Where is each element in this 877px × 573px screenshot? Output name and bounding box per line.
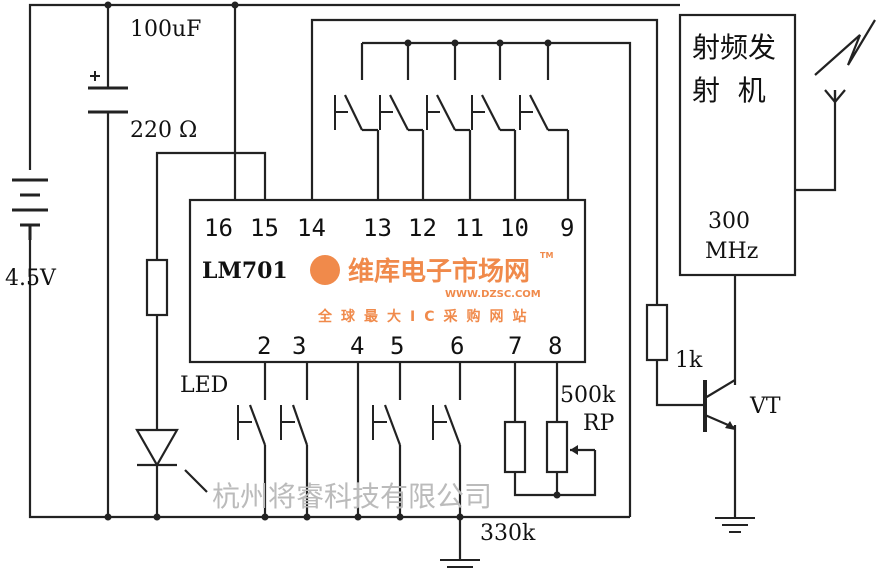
pin-label: 10 — [500, 214, 529, 242]
pin-label: 6 — [450, 332, 464, 360]
junction-dots — [104, 1, 561, 521]
resistor-220 — [145, 258, 169, 317]
emitter-arrow-icon — [725, 421, 735, 430]
potentiometer-rp — [545, 420, 569, 474]
ground-icons — [440, 517, 755, 573]
watermark-brand: 维库电子市场网 — [348, 256, 530, 287]
pin-label: 5 — [390, 332, 404, 360]
pin-label: 2 — [257, 332, 271, 360]
wires — [28, 3, 837, 560]
pin-label: 16 — [204, 214, 233, 242]
watermark-logo-icon — [310, 255, 340, 285]
led-label: LED — [180, 373, 228, 398]
battery-label: 4.5V — [5, 266, 57, 291]
frequency-label-1: 300 — [708, 209, 750, 234]
transmitter-label-1: 射频发 — [692, 31, 776, 64]
watermark-slogan: 全球最大IC采购网站 — [317, 308, 535, 325]
watermark: 维库电子市场网 TM WWW.DZSC.COM 全球最大IC采购网站 杭州将睿科… — [212, 251, 553, 513]
frequency-label-2: MHz — [705, 239, 758, 264]
pin-label: 12 — [408, 214, 437, 242]
capacitor-label: 100uF — [130, 17, 201, 42]
watermark-company: 杭州将睿科技有限公司 — [212, 480, 492, 513]
potentiometer-value-label: 500k — [560, 383, 616, 408]
pin-label: 11 — [455, 214, 484, 242]
wiper-arrow-icon — [570, 445, 578, 455]
resistor-220-label: 220 Ω — [130, 118, 197, 143]
pin-label: 3 — [292, 332, 306, 360]
transmitter-box — [678, 13, 797, 277]
pin-label: 7 — [508, 332, 522, 360]
potentiometer-label: RP — [583, 411, 615, 436]
switch-actuators — [237, 95, 533, 440]
resistor-330k — [503, 420, 527, 474]
resistors — [145, 258, 669, 474]
pin-label: 8 — [548, 332, 562, 360]
pin-label: 13 — [363, 214, 392, 242]
ic-body — [188, 198, 587, 364]
led-icon — [135, 428, 208, 493]
capacitor-icon — [88, 71, 128, 114]
resistor-330k-label: 330k — [480, 521, 536, 546]
pin-label: 14 — [297, 214, 326, 242]
transistor-label: VT — [749, 394, 781, 419]
ic-pins-top: 16 15 14 13 12 11 10 9 — [204, 214, 574, 242]
ic-pins-bottom: 2 3 4 5 6 7 8 — [257, 332, 562, 360]
resistor-1k-label: 1k — [675, 348, 703, 373]
ic-label: LM701 — [202, 258, 288, 284]
transmitter-label-2: 射 机 — [692, 74, 766, 107]
battery-icon — [12, 178, 48, 240]
watermark-tm: TM — [540, 251, 553, 260]
watermark-url: WWW.DZSC.COM — [445, 289, 541, 300]
resistor-1k — [645, 303, 669, 362]
pin-label: 9 — [560, 214, 574, 242]
pin-label: 15 — [250, 214, 279, 242]
antenna-icon — [814, 19, 876, 104]
pin-label: 4 — [350, 332, 364, 360]
